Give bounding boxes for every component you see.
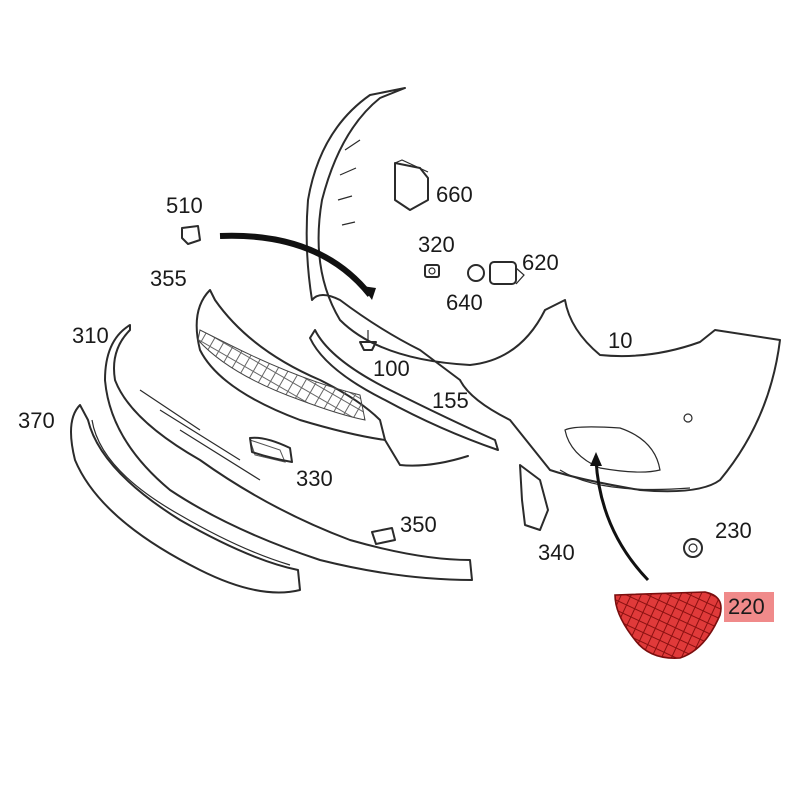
part-355-lower-grille <box>195 289 469 467</box>
label-10: 10 <box>608 328 632 353</box>
label-350: 350 <box>400 512 437 537</box>
label-370: 370 <box>18 408 55 433</box>
part-310-lower-panel <box>104 324 473 581</box>
part-230-sensor <box>683 538 703 558</box>
arrow-220 <box>590 452 650 582</box>
label-230: 230 <box>715 518 752 543</box>
part-350-clip <box>371 527 396 545</box>
label-640: 640 <box>446 290 483 315</box>
label-340: 340 <box>538 540 575 565</box>
part-340-bracket <box>519 464 549 531</box>
part-640-620-sensor <box>467 261 525 285</box>
label-355: 355 <box>150 266 187 291</box>
label-155: 155 <box>432 388 469 413</box>
label-320: 320 <box>418 232 455 257</box>
part-220-highlighted-grille <box>614 591 722 659</box>
part-100-clip <box>359 330 377 351</box>
label-310: 310 <box>72 323 109 348</box>
label-330: 330 <box>296 466 333 491</box>
part-10-bumper-cover <box>305 87 781 493</box>
label-220-highlight <box>724 592 774 622</box>
label-620: 620 <box>522 250 559 275</box>
part-660-module <box>394 159 429 211</box>
arrow-510 <box>219 232 376 300</box>
label-510: 510 <box>166 193 203 218</box>
part-320-clip <box>424 264 440 278</box>
part-370-frame <box>70 404 301 594</box>
label-660: 660 <box>436 182 473 207</box>
label-100: 100 <box>373 356 410 381</box>
part-330-trim <box>249 436 293 463</box>
part-155-strip <box>309 329 499 451</box>
label-220: 220 <box>728 594 765 619</box>
part-510-clip <box>181 225 201 245</box>
